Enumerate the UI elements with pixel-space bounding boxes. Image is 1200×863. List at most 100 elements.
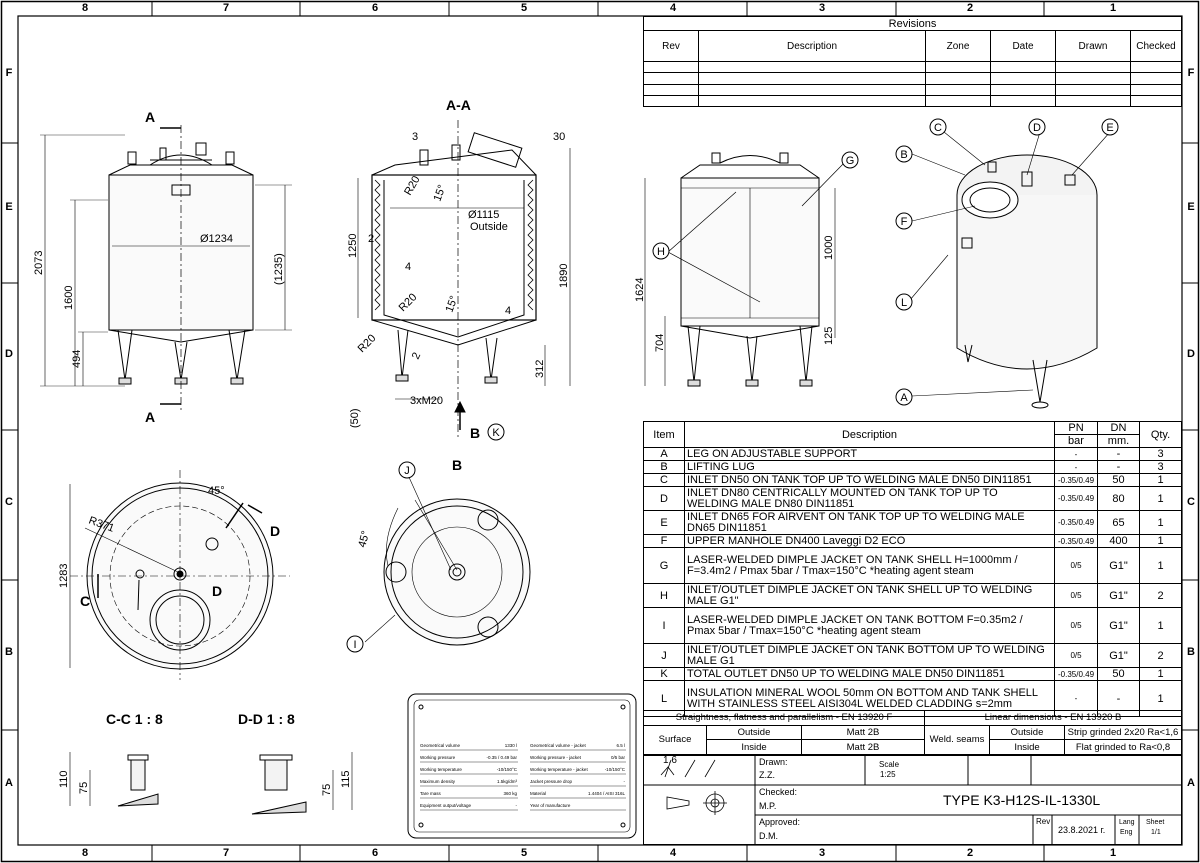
item-cell-pn: 0/5 [1054,583,1098,608]
title-block: 1.6 Drawn: Z.Z. Scale 1:25 Checked: M.P.… [643,755,1182,845]
balloon-l: L [901,297,907,309]
revisions-table: Revisions Rev Description Zone Date Draw… [643,15,1182,108]
zone-column-2-top: 2 [967,2,973,14]
item-cell-qty: 3 [1139,447,1182,461]
balloon-k-circle [487,423,505,441]
dim-sec-1250: 1250 [347,234,359,258]
nameplate-right-label: Working temperature - jacket [530,767,588,772]
balloon-g: G [846,155,855,167]
dim-side-125: 125 [823,327,835,345]
dim-sec-30: 30 [553,131,565,143]
revision-cell [1055,72,1131,85]
zone-row-B-left: B [5,646,13,658]
dim-sec-312: 312 [534,360,546,378]
cut-label-d-top: D [270,523,280,539]
nameplate-right-label: Jacket pressure drop [530,779,573,784]
revision-cell [925,72,991,85]
zone-row-C-right: C [1187,496,1195,508]
dim-sec-outside: Outside [470,221,508,233]
dim-sec-50: (50) [349,408,361,428]
item-cell-pn: - [1054,460,1098,474]
item-cell-desc: LIFTING LUG [684,460,1055,474]
dim-sec-4-bottom: 4 [505,305,511,317]
weld-inside-label: Inside [989,739,1065,755]
balloon-c: C [934,122,942,134]
cut-label-d-mid: D [212,583,222,599]
revision-cell [1130,94,1182,108]
drawn-by: Z.Z. [759,770,775,780]
rev-label: Rev [1036,817,1051,826]
revision-cell [698,72,926,85]
item-cell-dn: 80 [1097,486,1140,511]
item-cell-item: G [643,547,685,584]
dim-side-1624: 1624 [634,278,646,302]
items-header-dn: DN [1097,421,1140,435]
section-aa-view [357,120,571,440]
dim-side-1000: 1000 [823,236,835,260]
front-view [40,125,292,410]
scale-label: Scale [879,760,900,769]
dim-sec-3: 3 [412,131,418,143]
balloon-f: F [901,216,908,228]
item-cell-desc: LASER-WELDED DIMPLE JACKET ON TANK BOTTO… [684,607,1055,644]
balloon-c-circle [929,118,947,136]
revision-cell [1055,60,1131,74]
item-cell-qty: 1 [1139,607,1182,644]
dim-top-45: 45° [208,485,225,497]
revision-cell [925,60,991,74]
item-cell-desc: INLET DN80 CENTRICALLY MOUNTED ON TANK T… [684,486,1055,511]
zone-column-2-bottom: 2 [967,847,973,859]
lang-label: Lang [1119,819,1135,826]
checked-by: M.P. [759,801,777,811]
revision-cell [1130,72,1182,85]
zone-row-F-left: F [6,67,13,79]
balloon-l-circle [895,293,913,311]
surface-inside-label: Inside [706,739,802,755]
items-header-item: Item [643,421,685,448]
zone-column-8-top: 8 [82,2,88,14]
sheet-value: 1/1 [1151,829,1161,836]
balloon-e-circle [1101,118,1119,136]
side-view [644,152,846,387]
dim-front-shell-ref: (1235) [273,253,285,285]
dim-front-diameter: Ø1234 [200,233,233,245]
nameplate-left-label: Equipment output/voltage [420,803,472,808]
item-cell-qty: 1 [1139,486,1182,511]
nameplate-left-value: 1.5kg/dm³ [497,779,518,784]
balloon-i: I [353,639,356,651]
dim-top-1283: 1283 [58,564,70,588]
nameplate-right-label: Year of manufacture [530,803,571,808]
balloon-e: E [1106,122,1113,134]
dim-sec-r20-mid: R20 [397,291,420,314]
item-cell-qty: 1 [1139,473,1182,487]
items-header-pn-unit: bar [1054,434,1098,448]
revision-cell [698,94,926,108]
scale-value: 1:25 [880,770,896,779]
rev-header-description: Description [698,30,926,62]
dim-sec-15-top: 15° [432,183,449,203]
zone-column-1-bottom: 1 [1110,847,1116,859]
zone-row-D-left: D [5,348,13,360]
item-cell-qty: 1 [1139,510,1182,535]
dim-dd-115: 115 [340,770,352,788]
dim-sec-m20: 3xM20 [410,395,443,407]
cut-label-a-bottom: A [145,409,155,425]
revision-cell [990,83,1056,96]
view-b-title: B [452,457,462,473]
nameplate-right-label: Working pressure - jacket [530,755,582,760]
rev-header-rev: Rev [643,30,699,62]
nameplate-right-value: 6.5 l [616,743,625,748]
lang-value: Eng [1120,829,1133,836]
nameplate-right-value: 0/5 bar [611,755,626,760]
zone-row-E-left: E [5,201,12,213]
bottom-view [364,474,531,646]
item-cell-pn: - [1054,447,1098,461]
item-cell-desc: INLET DN50 ON TANK TOP UP TO WELDING MAL… [684,473,1055,487]
